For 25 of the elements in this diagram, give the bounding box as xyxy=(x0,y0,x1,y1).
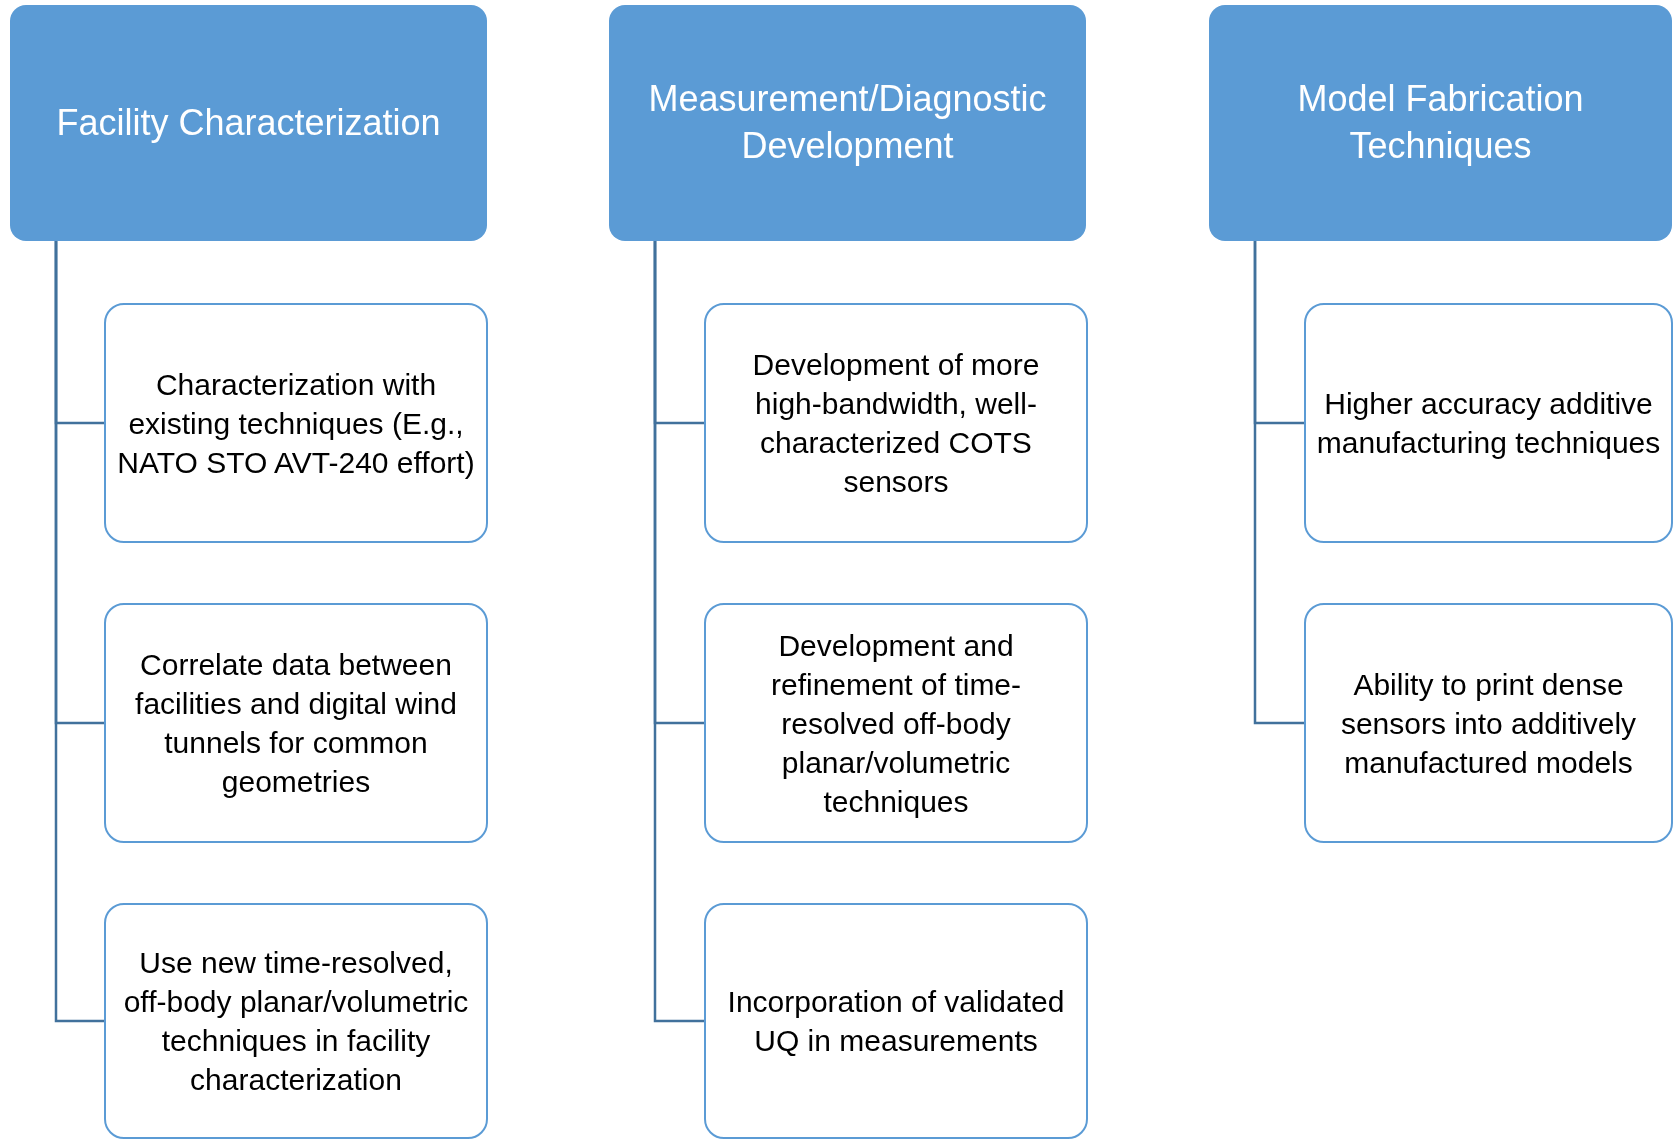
category-title: Measurement/Diagnostic Development xyxy=(647,77,1048,168)
item-box xyxy=(704,603,1088,843)
item-text: Correlate data between facilities and digital wind tunnels for common geometries xyxy=(134,647,458,800)
item-box xyxy=(104,603,488,843)
item-box xyxy=(104,903,488,1139)
category-title: Model Fabrication Techniques xyxy=(1296,77,1585,168)
item-box xyxy=(704,303,1088,543)
connector-line xyxy=(54,241,104,1023)
item-text: Development of more high-bandwidth, well-characterized COTS sensors xyxy=(751,347,1041,500)
connector-line xyxy=(653,241,704,1023)
item-text: Characterization with existing techniques (E.g., NATO STO AVT-240 effort) xyxy=(116,366,476,481)
item-text: Development and refinement of time-resolved off-body planar/volumetric techniques xyxy=(769,627,1023,820)
item-box xyxy=(104,303,488,543)
category-title: Facility Characterization xyxy=(56,100,441,145)
category-header-box xyxy=(1209,5,1672,241)
item-box xyxy=(704,903,1088,1139)
item-text: Incorporation of validated UQ in measurements xyxy=(726,984,1066,1059)
item-text: Use new time-resolved, off-body planar/volumetric techniques in facility characterization xyxy=(122,945,470,1098)
connector-line xyxy=(1253,241,1304,725)
item-box xyxy=(1304,303,1673,543)
item-box xyxy=(1304,603,1673,843)
category-header-box xyxy=(609,5,1086,241)
item-text: Ability to print dense sensors into additively manufactured models xyxy=(1339,666,1638,781)
category-header-box xyxy=(10,5,487,241)
item-text: Higher accuracy additive manufacturing techniques xyxy=(1316,386,1661,461)
